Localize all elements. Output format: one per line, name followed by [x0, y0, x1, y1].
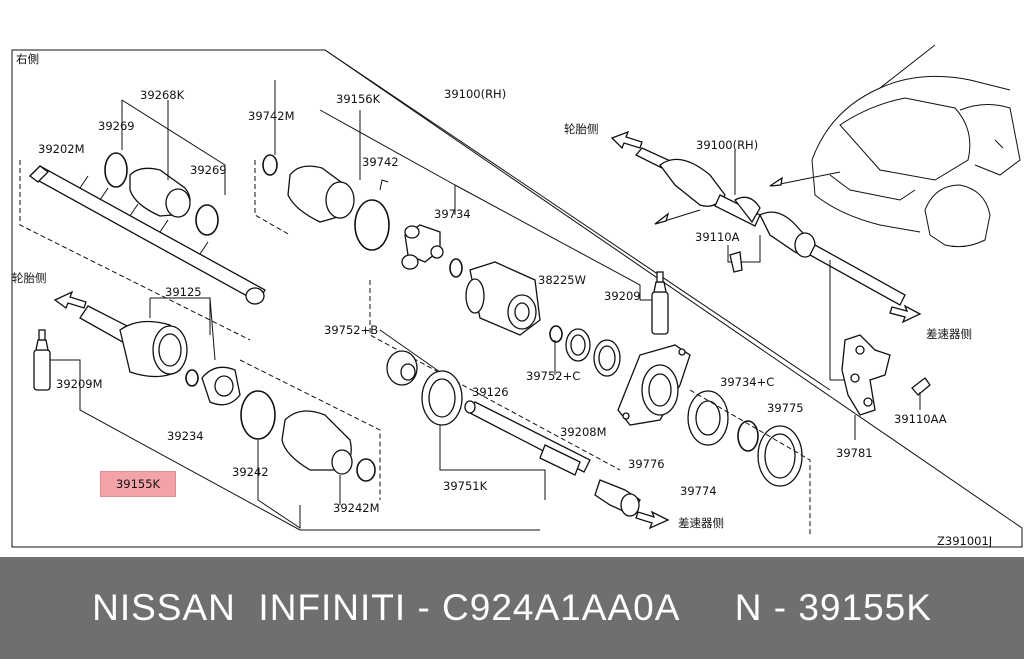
footer-bar: NISSAN INFINITI - C924A1AA0A N - 39155K — [0, 557, 1024, 659]
highlighted-part-39155K[interactable]: 39155K — [100, 471, 176, 497]
seal-39752-inner — [428, 378, 456, 418]
dash-guide-1 — [19, 160, 251, 341]
snap-ring-39734 — [449, 258, 463, 278]
stub-shaft-39751K — [464, 400, 641, 517]
footer-caption: NISSAN INFINITI - C924A1AA0A N - 39155K — [92, 587, 932, 628]
cv-joint-outer — [79, 305, 188, 378]
label-39752B: 39752+B — [324, 323, 378, 337]
label-39125: 39125 — [165, 285, 202, 299]
snap-ring-39734C — [737, 420, 759, 452]
ring-39752C-inner — [570, 334, 586, 356]
frame-inner-line — [324, 49, 831, 391]
label-39242M: 39242M — [333, 501, 380, 515]
label-39156K: 39156K — [336, 92, 381, 106]
bracket-39110A — [727, 235, 761, 263]
snap-ring-39234 — [185, 369, 199, 387]
car-silhouette — [811, 44, 1021, 248]
wheel-side-label-right: 轮胎侧 — [564, 122, 599, 136]
label-39774: 39774 — [680, 484, 717, 498]
grease-tube-39209M — [33, 329, 51, 391]
bracket-39242 — [257, 440, 301, 529]
bearing-39774-inner — [695, 400, 721, 436]
label-39209: 39209 — [604, 289, 641, 303]
label-39781: 39781 — [836, 446, 873, 460]
arrow-diff-side-right — [889, 304, 922, 324]
boot-39242 — [240, 390, 376, 482]
bracket-39268K — [121, 99, 226, 195]
label-39742: 39742 — [362, 155, 399, 169]
pointer-arrow-1 — [654, 212, 670, 225]
figure-code: Z391001J — [937, 534, 992, 548]
housing-39126 — [465, 261, 541, 336]
label-39751K: 39751K — [443, 479, 488, 493]
wheel-side-label-left: 轮胎侧 — [12, 271, 47, 285]
label-39775: 39775 — [767, 401, 804, 415]
dash-guide-3 — [254, 160, 291, 236]
leader-39125 — [209, 297, 216, 361]
diff-side-label-right: 差速器侧 — [926, 327, 972, 341]
label-38225W: 38225W — [538, 273, 586, 287]
dash-guide-5 — [689, 389, 811, 535]
label-39742M: 39742M — [248, 109, 295, 123]
label-39268K: 39268K — [140, 88, 185, 102]
bracket-39155K — [50, 359, 540, 531]
flange-39776 — [617, 344, 691, 426]
dash-guide-4 — [369, 280, 621, 471]
tripod-39734 — [401, 224, 444, 270]
bearing-39752B-inner — [400, 363, 416, 381]
grease-tube-39209 — [651, 271, 669, 335]
pointer-arrow-2 — [769, 176, 783, 187]
bracket-part-39781 — [841, 334, 891, 416]
label-39126: 39126 — [472, 385, 509, 399]
label-39100RH-b: 39100(RH) — [696, 138, 758, 152]
bracket-39751K — [439, 425, 546, 500]
label-39234: 39234 — [167, 429, 204, 443]
snap-ring-38225W — [549, 325, 563, 343]
arrow-wheel-side-right — [610, 130, 643, 150]
exploded-drive-shaft-diagram: 右側 轮胎侧 轮胎侧 差速器侧 差速器侧 39268K 39269 39202M… — [11, 44, 1023, 548]
seal-39775-inner — [764, 433, 796, 479]
parts-diagram: 右側 轮胎侧 轮胎侧 差速器侧 差速器侧 39268K 39269 39202M… — [11, 44, 1023, 548]
label-39242: 39242 — [232, 465, 269, 479]
bolt-39110A — [729, 251, 743, 273]
bracket-39209 — [454, 184, 652, 301]
label-39752C: 39752+C — [526, 369, 580, 383]
arrow-diff-side-bottom — [635, 510, 670, 530]
assembled-shaft-39100RH — [634, 147, 906, 306]
boot-39268K — [104, 152, 219, 236]
label-39209M: 39209M — [56, 377, 103, 391]
leader-39752B — [379, 329, 441, 373]
arrow-wheel-side-left — [53, 290, 87, 310]
label-39734C: 39734+C — [720, 375, 774, 389]
inner-race-39126-left — [201, 366, 241, 406]
label-39269b: 39269 — [190, 163, 227, 177]
label-39110A: 39110A — [695, 230, 740, 244]
shaft-39202M — [28, 165, 266, 305]
label-39269a: 39269 — [98, 119, 135, 133]
label-39208M: 39208M — [560, 425, 607, 439]
dash-guide-2 — [239, 359, 381, 500]
label-39202M: 39202M — [38, 142, 85, 156]
label-39110AA: 39110AA — [894, 412, 947, 426]
label-39100RH-a: 39100(RH) — [444, 87, 506, 101]
boot-39156K — [262, 154, 390, 251]
diff-side-label-bottom: 差速器侧 — [678, 516, 724, 530]
bolt-39110AA — [911, 377, 931, 396]
label-39776: 39776 — [628, 457, 665, 471]
side-label: 右側 — [16, 52, 39, 66]
seal-39208M-inner — [598, 345, 616, 371]
label-39734: 39734 — [434, 207, 471, 221]
